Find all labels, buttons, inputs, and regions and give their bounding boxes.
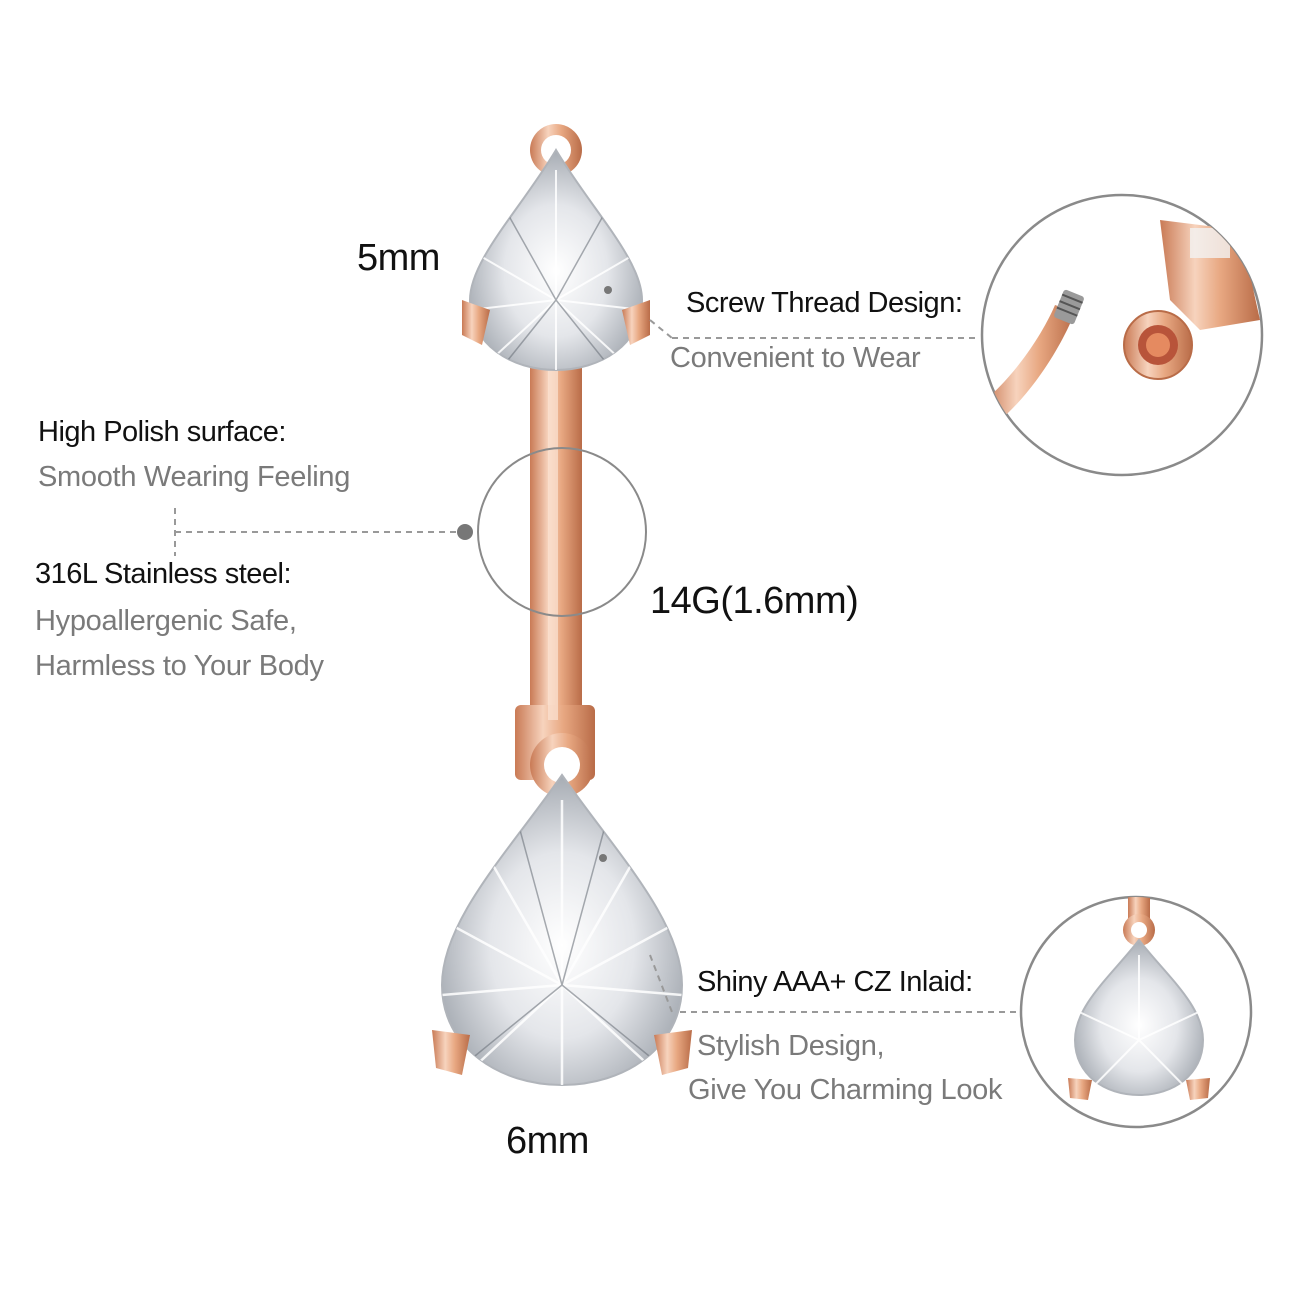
steel-title: 316L Stainless steel: <box>35 558 292 590</box>
barbell-rod <box>515 350 595 780</box>
screw-thread-desc: Convenient to Wear <box>670 342 921 374</box>
polish-title: High Polish surface: <box>38 416 286 448</box>
leader-dot-screw <box>604 286 612 294</box>
cz-desc-line1: Stylish Design, <box>697 1030 885 1062</box>
leader-dot-cz <box>599 854 607 862</box>
bottom-gem-6mm <box>432 733 692 1087</box>
steel-desc-line2: Harmless to Your Body <box>35 650 324 682</box>
top-gem-size-label: 5mm <box>357 237 440 279</box>
polish-desc: Smooth Wearing Feeling <box>38 461 351 493</box>
polish-magnifier-circle <box>477 447 647 617</box>
screw-thread-detail-circle <box>980 193 1264 477</box>
cz-detail-circle <box>1019 895 1253 1129</box>
screw-thread-title: Screw Thread Design: <box>686 287 963 319</box>
cz-desc-line2: Give You Charming Look <box>688 1074 1003 1106</box>
cz-title: Shiny AAA+ CZ Inlaid: <box>697 966 973 998</box>
leader-lines <box>174 319 1020 1013</box>
top-gem-5mm <box>462 124 650 372</box>
gauge-label: 14G(1.6mm) <box>650 580 859 622</box>
steel-desc-line1: Hypoallergenic Safe, <box>35 605 297 637</box>
leader-dot <box>457 524 473 540</box>
bottom-gem-size-label: 6mm <box>506 1120 589 1162</box>
